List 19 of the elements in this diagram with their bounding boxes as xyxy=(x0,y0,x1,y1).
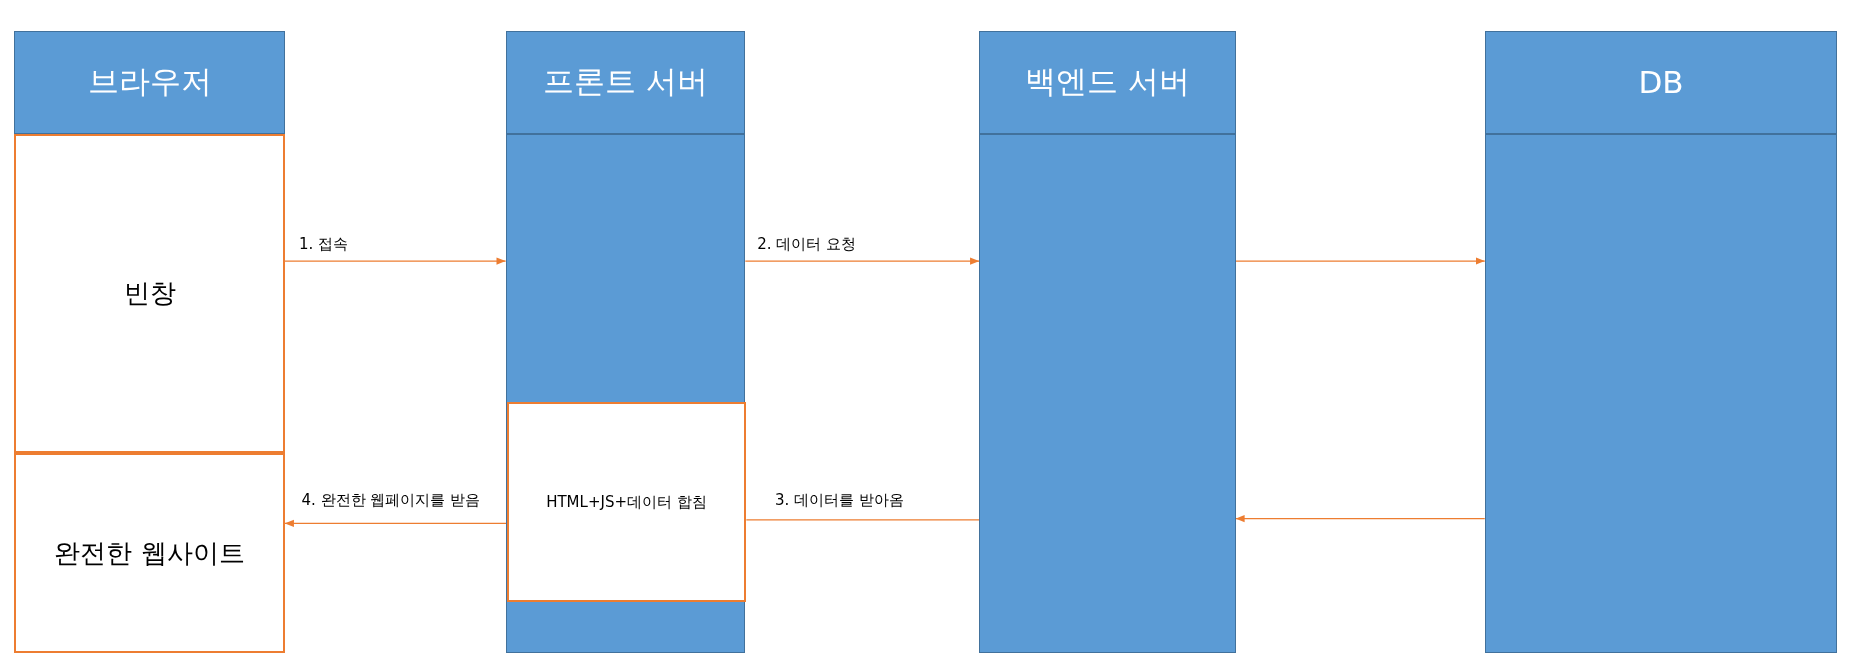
content-box: 빈창 xyxy=(14,134,285,454)
edge-label: 2. 데이터 요청 xyxy=(757,235,857,254)
header-box: 프론트 서버 xyxy=(505,30,746,135)
edge-label: 3. 데이터를 받아옴 xyxy=(775,491,904,511)
content-box: 완전한 웹사이트 xyxy=(14,453,285,653)
lifeline-box xyxy=(1484,134,1838,653)
arrow xyxy=(1234,515,1486,523)
header-box: DB xyxy=(1484,30,1838,135)
arrow xyxy=(284,519,508,528)
process-box: HTML+JS+데이터 합침 xyxy=(506,402,747,602)
header-box: 백엔드 서버 xyxy=(979,30,1236,135)
edge-label: 1. 접속 xyxy=(299,235,349,254)
arrow xyxy=(284,257,507,265)
lifeline-box xyxy=(505,134,746,653)
arrow xyxy=(744,257,980,265)
lifeline-box xyxy=(979,134,1236,653)
arrow xyxy=(1234,257,1486,265)
edge-label: 4. 완전한 웹페이지를 받음 xyxy=(301,491,481,511)
header-box: 브라우저 xyxy=(14,30,285,135)
